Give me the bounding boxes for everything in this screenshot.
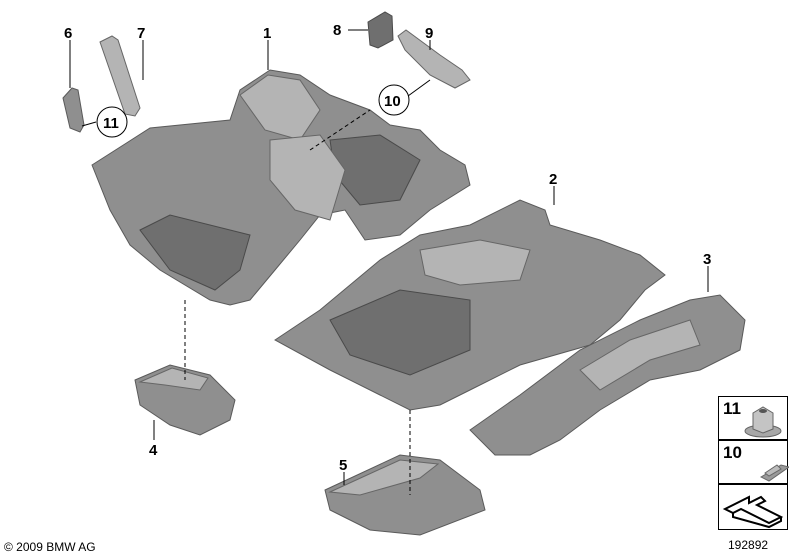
- callout-6: 6: [64, 25, 72, 42]
- part-4-floor-panel[interactable]: [134, 364, 236, 436]
- hex-nut-icon: [744, 406, 782, 438]
- callout-5: 5: [339, 457, 347, 474]
- part-6-trim-strip[interactable]: [62, 87, 85, 133]
- part-3-tunnel-trim[interactable]: [469, 294, 746, 456]
- part-5-floor-panel[interactable]: [324, 454, 486, 536]
- callout-8: 8: [333, 22, 341, 39]
- legend-number: 10: [723, 443, 742, 462]
- clip-icon: [759, 464, 789, 482]
- callout-11: 11: [103, 115, 119, 132]
- callout-3: 3: [703, 251, 711, 268]
- arrow-icon: [722, 495, 784, 529]
- legend-item-arrow[interactable]: [718, 484, 788, 530]
- part-1-front-carpet[interactable]: [91, 69, 471, 306]
- legend-item-11[interactable]: 11: [718, 396, 788, 440]
- callout-2: 2: [549, 171, 557, 188]
- legend-number: 11: [723, 399, 741, 418]
- legend-item-10[interactable]: 10: [718, 440, 789, 484]
- callout-9: 9: [425, 25, 433, 42]
- part-7-trim-strip[interactable]: [99, 35, 141, 117]
- callout-10: 10: [384, 93, 401, 110]
- callout-1: 1: [263, 25, 271, 42]
- part-2-rear-carpet[interactable]: [274, 199, 666, 411]
- part-9-grille[interactable]: [397, 29, 471, 89]
- callout-4: 4: [149, 442, 158, 459]
- diagram-id: 192892: [728, 538, 769, 552]
- leader-lines: [69, 29, 709, 495]
- part-8-cover[interactable]: [367, 11, 394, 49]
- callout-11-circle: [96, 106, 128, 138]
- copyright: © 2009 BMW AG: [4, 540, 96, 554]
- callout-7: 7: [137, 25, 145, 42]
- callout-10-circle: [378, 84, 410, 116]
